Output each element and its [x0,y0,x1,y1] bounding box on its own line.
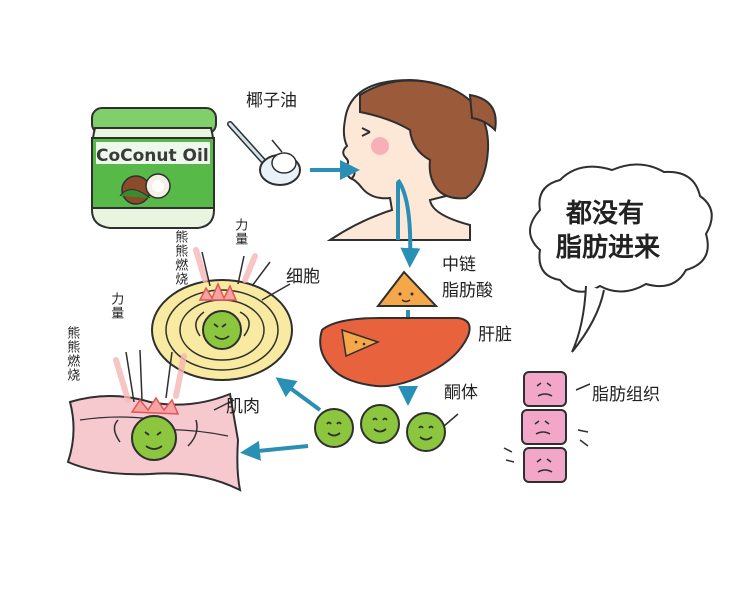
woman-head [326,78,497,241]
label-power-cell: 力量 [232,218,248,246]
fatty-acid-triangle [375,270,439,307]
label-liver: 肝脏 [478,325,512,345]
bubble-line-1: 都没有 [566,199,645,229]
label-muscle: 肌肉 [226,397,260,417]
bubble-line-2: 脂肪进来 [556,233,661,263]
label-coconut-oil: 椰子油 [246,91,297,111]
coconut-oil-jar [91,107,217,229]
label-burn-muscle: 熊熊燃烧 [64,326,80,382]
adipose-tissue [503,371,591,483]
label-burn-cell: 熊熊燃烧 [172,230,188,286]
speech-bubble [529,163,713,353]
label-power-muscle: 力量 [108,292,124,320]
label-ketone: 酮体 [444,383,478,403]
ketone-bodies [314,404,459,452]
liver [319,317,471,388]
label-cell: 细胞 [286,267,320,287]
spoon-icon [227,121,301,186]
label-fatty-acid: 脂肪酸 [442,281,493,301]
jar-label: CoConut Oil [96,146,209,166]
cell [151,247,293,381]
label-mct: 中链 [442,255,476,275]
label-adipose: 脂肪组织 [592,385,660,405]
muscle [66,349,242,492]
